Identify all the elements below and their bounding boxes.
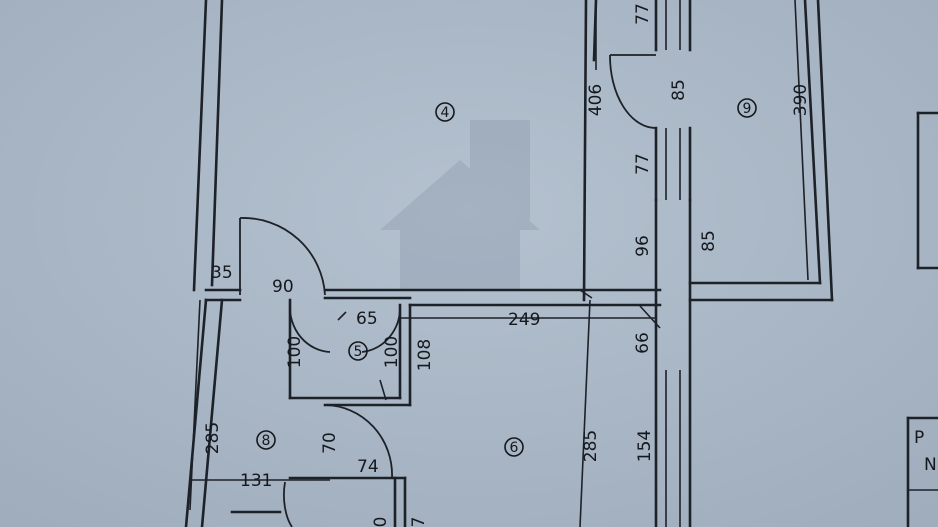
svg-text:5: 5: [354, 344, 363, 360]
dim-100-right: 100: [382, 336, 402, 368]
dim-85-door: 85: [669, 79, 689, 101]
dim-7-bottom: 7: [409, 517, 429, 527]
room-label-9: 9: [737, 98, 757, 118]
doors: [239, 54, 657, 527]
dim-35: 35: [211, 263, 233, 283]
watermark-logo: [380, 120, 540, 290]
legend-letter-top: P: [914, 428, 924, 448]
room-label-5: 5: [348, 341, 368, 361]
dim-154: 154: [635, 430, 655, 462]
dim-96: 96: [633, 235, 653, 257]
dim-285-left: 285: [203, 422, 223, 454]
dim-65: 65: [356, 309, 378, 329]
dim-100-left: 100: [285, 336, 305, 368]
dim-131: 131: [240, 471, 272, 491]
room-label-4: 4: [435, 102, 455, 122]
dim-406: 406: [586, 84, 606, 116]
dim-390: 390: [791, 84, 811, 116]
dim-74: 74: [357, 457, 379, 477]
dim-85-right: 85: [699, 230, 719, 252]
legend-letter-bottom: N: [924, 455, 937, 475]
dim-108: 108: [415, 339, 435, 371]
svg-text:4: 4: [441, 105, 450, 121]
dim-66: 66: [633, 332, 653, 354]
svg-text:6: 6: [510, 440, 519, 456]
walls: [184, 0, 938, 527]
dim-285-mid: 285: [581, 430, 601, 462]
svg-text:9: 9: [743, 101, 752, 117]
dim-90: 90: [272, 277, 294, 297]
dim-249: 249: [508, 310, 540, 330]
svg-text:8: 8: [262, 433, 271, 449]
dim-77-mid: 77: [633, 153, 653, 175]
dim-70: 70: [320, 432, 340, 454]
room-label-6: 6: [504, 437, 524, 457]
dimension-lines: [189, 0, 809, 527]
dim-0-bottom: 0: [371, 517, 391, 527]
room-label-8: 8: [256, 430, 276, 450]
dimension-labels: 77 85 406 390 77 96 85 35 90 65 249 66 1…: [203, 3, 811, 527]
dim-77-top: 77: [633, 3, 653, 25]
